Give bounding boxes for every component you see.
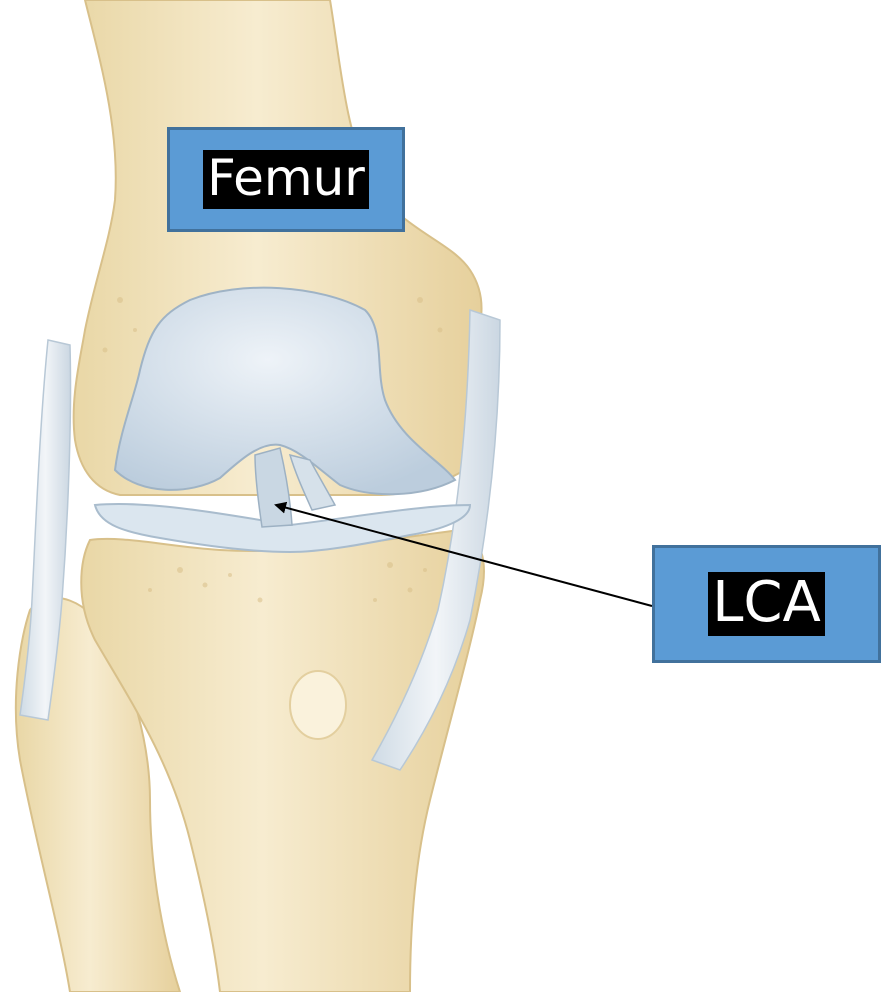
femur-label-box: Femur: [167, 127, 405, 232]
femur-label: Femur: [203, 150, 369, 209]
lca-label-box: LCA: [652, 545, 881, 663]
lca-label: LCA: [708, 572, 825, 637]
tibial-tuberosity: [290, 671, 346, 739]
